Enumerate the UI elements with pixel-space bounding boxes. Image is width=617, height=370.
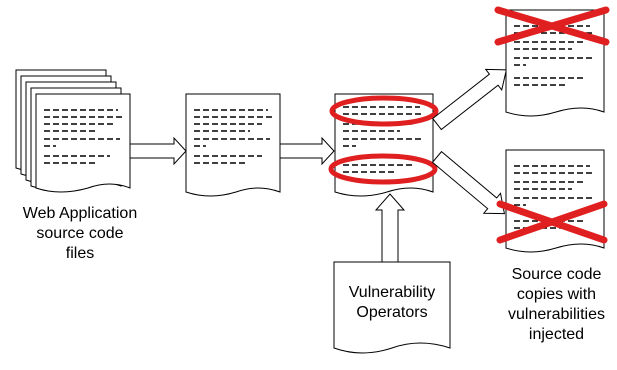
vulnerability-highlight-top xyxy=(329,95,439,127)
code-lines-source xyxy=(44,109,122,164)
vulnerability-highlight-bottom xyxy=(328,153,438,185)
code-lines-output-bottom xyxy=(514,165,594,229)
source-files-label-line-1: Web Application xyxy=(22,205,138,222)
outputs-label-line-3: vulnerabilities xyxy=(508,306,605,323)
cross-mark-bottom xyxy=(496,200,608,244)
outputs-label-line-4: injected xyxy=(528,326,585,343)
source-files-label-line-3: files xyxy=(65,245,95,262)
operators-document xyxy=(333,261,451,354)
code-lines-parsed xyxy=(194,109,272,164)
arrow-parsed-to-marked xyxy=(279,136,335,166)
operators-label: Vulnerability Operators xyxy=(336,283,448,323)
marked-document xyxy=(334,93,434,197)
arrow-marked-to-output-bottom xyxy=(431,150,506,215)
source-file-stack xyxy=(15,69,131,193)
cross-mark-top xyxy=(494,6,610,46)
arrow-marked-to-output-top xyxy=(431,68,507,131)
parsed-document xyxy=(185,93,281,197)
outputs-label-line-2: copies with xyxy=(516,286,597,303)
source-files-label-line-2: source code xyxy=(36,225,124,242)
arrow-source-to-parsed xyxy=(129,136,187,166)
outputs-label: Source code copies with vulnerabilities … xyxy=(496,265,617,345)
source-files-label: Web Application source code files xyxy=(0,204,160,264)
arrow-operators-to-marked xyxy=(374,193,406,263)
operators-label-line-1: Vulnerability xyxy=(348,284,436,301)
operators-label-line-2: Operators xyxy=(356,304,428,321)
outputs-label-line-1: Source code xyxy=(511,266,602,283)
source-file-front xyxy=(35,93,131,193)
